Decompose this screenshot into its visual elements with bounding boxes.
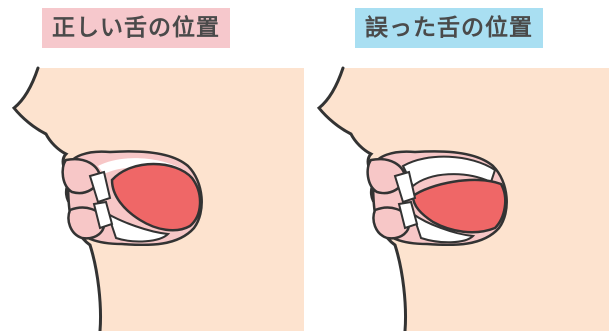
incorrect-position-illustration [305, 0, 609, 331]
correct-position-illustration [0, 0, 304, 331]
incorrect-position-panel: 誤った舌の位置 [305, 0, 609, 331]
correct-position-panel: 正しい舌の位置 [0, 0, 304, 331]
